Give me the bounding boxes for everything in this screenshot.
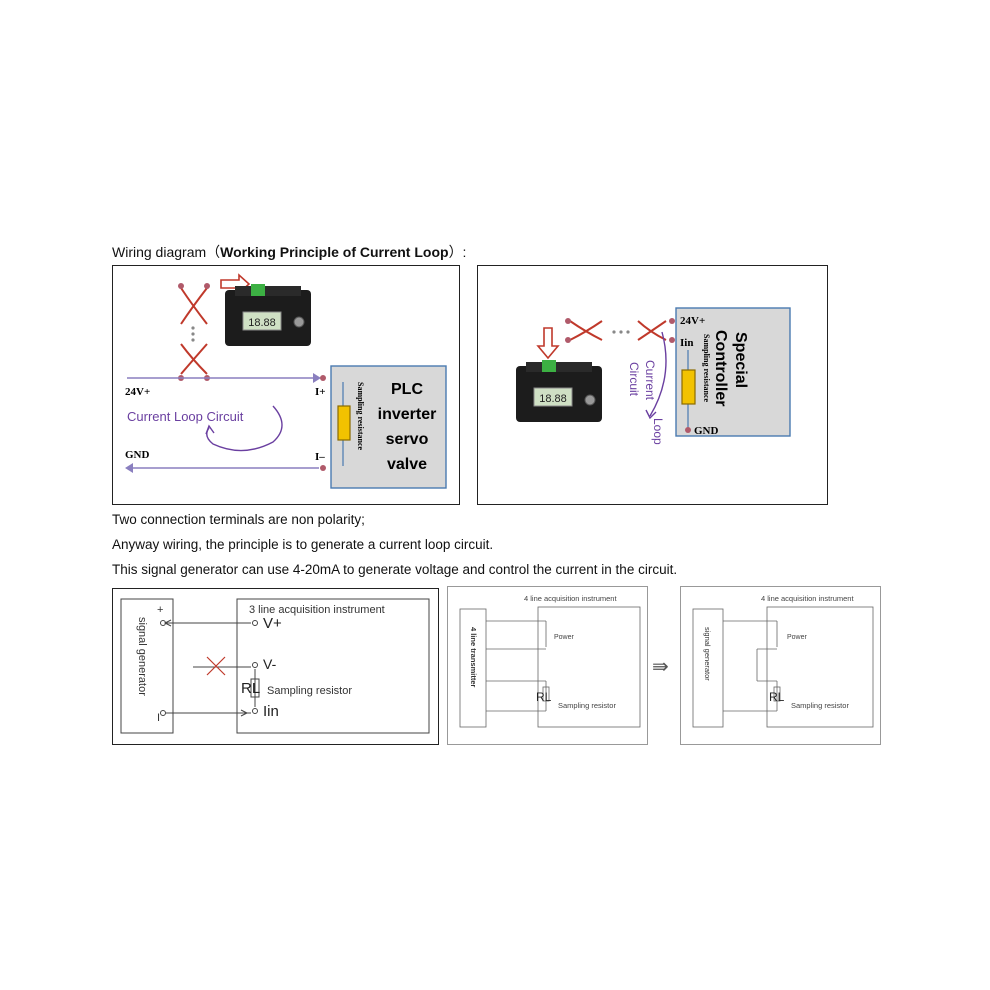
power-label: Power: [787, 634, 808, 641]
load-line-1: PLC: [391, 381, 423, 398]
controller-line-2: Controller: [712, 330, 729, 406]
heading-suffix: ）:: [448, 244, 467, 260]
label-i-minus: I–: [315, 451, 325, 463]
loop-arc: [206, 405, 283, 452]
meter-display: 18.88: [539, 393, 567, 405]
label-24v: 24V+: [125, 386, 150, 398]
sampling-resistor-label: Sampling resistor: [558, 701, 616, 710]
rl-label: RL: [769, 690, 785, 704]
iin-label: Iin: [263, 703, 279, 720]
current-meter-device: 18.88: [225, 284, 311, 346]
current-meter-device: 18.88: [516, 360, 602, 422]
left-wiring-diagram: 18.88 24V+ I+ Current Loop Circuit GND I…: [112, 265, 460, 505]
instrument-box: [537, 606, 641, 728]
sampling-resistance-label: Sampling resistance: [702, 334, 711, 403]
wire-connectors: [565, 318, 675, 343]
loop-label-3: Loop: [651, 418, 665, 445]
signal-generator-box: [692, 608, 724, 728]
controller-line-1: Special: [732, 332, 749, 388]
right-diagram-drawing: 18.88 24V+ Iin GND Sampling resistance S…: [516, 307, 791, 445]
load-line-3: servo: [386, 431, 429, 448]
no-connection-cross: [206, 656, 226, 676]
power-label: Power: [554, 634, 575, 641]
signal-generator-label: signal generator: [703, 627, 712, 681]
label-24v: 24V+: [680, 315, 705, 327]
current-loop-label: Current Loop Circuit: [127, 409, 244, 424]
wiring-diagram-heading: Wiring diagram（Working Principle of Curr…: [112, 242, 466, 262]
transition-arrow-icon: ⇛: [652, 656, 669, 678]
plus-label: +: [157, 604, 163, 616]
rl-label: RL: [536, 690, 552, 704]
loop-label-1: Current: [643, 360, 657, 401]
loop-label-2: Circuit: [627, 362, 641, 397]
wire-connectors: [178, 283, 210, 381]
instrument-label: 4 line acquisition instrument: [524, 594, 617, 603]
sampling-resistor-label: Sampling resistor: [791, 701, 849, 710]
load-line-2: inverter: [378, 406, 437, 423]
transmitter-label: 4 line transmitter: [469, 627, 478, 688]
right-wiring-diagram: 18.88 24V+ Iin GND Sampling resistance S…: [477, 265, 828, 505]
meter-display: 18.88: [248, 317, 276, 329]
note-1: Two connection terminals are non polarit…: [112, 512, 365, 527]
sampling-resistance-label: Sampling resistance: [356, 382, 365, 451]
supply-arrow: [313, 373, 321, 383]
label-iin: Iin: [680, 337, 693, 349]
instrument-label: 3 line acquisition instrument: [249, 604, 385, 616]
crossed-wires: [569, 320, 667, 341]
sampling-resistor-label: Sampling resistor: [267, 685, 352, 697]
four-line-transmitter-diagram: 4 line acquisition instrument 4 line tra…: [447, 586, 648, 745]
v-minus-label: V-: [263, 656, 277, 672]
four-line-generator-drawing: 4 line acquisition instrument signal gen…: [692, 594, 874, 728]
note-3: This signal generator can use 4-20mA to …: [112, 562, 678, 577]
rl-label: RL: [241, 680, 260, 697]
loop-arc: [649, 331, 667, 417]
transmitter-box: [459, 608, 487, 728]
label-gnd: GND: [125, 449, 150, 461]
note-2: Anyway wiring, the principle is to gener…: [112, 537, 494, 552]
three-line-drawing: signal generator + I 3 line acquisition …: [120, 598, 430, 734]
label-i-plus: I+: [315, 386, 326, 398]
crossed-wires: [180, 287, 208, 375]
signal-generator-label: signal generator: [136, 617, 148, 696]
arrow-icon: [536, 327, 560, 360]
instrument-box: [766, 606, 874, 728]
four-line-generator-diagram: 4 line acquisition instrument signal gen…: [680, 586, 881, 745]
v-plus-label: V+: [263, 615, 282, 632]
minus-label: I: [157, 712, 160, 724]
instrument-box: [236, 598, 430, 734]
signal-generator-box: [120, 598, 174, 734]
label-gnd: GND: [694, 425, 719, 437]
left-diagram-drawing: 18.88 24V+ I+ Current Loop Circuit GND I…: [125, 273, 447, 489]
sampling-resistor: [337, 405, 351, 441]
wire-dots: [191, 326, 195, 342]
heading-bold: Working Principle of Current Loop: [220, 244, 449, 260]
load-line-4: valve: [387, 456, 427, 473]
three-line-diagram: signal generator + I 3 line acquisition …: [112, 588, 439, 745]
instrument-label: 4 line acquisition instrument: [761, 594, 854, 603]
resistor-rl: [250, 678, 260, 698]
heading-prefix: Wiring diagram（: [112, 244, 221, 260]
sampling-resistor: [681, 369, 696, 405]
four-line-transmitter-drawing: 4 line acquisition instrument 4 line tra…: [459, 594, 641, 728]
